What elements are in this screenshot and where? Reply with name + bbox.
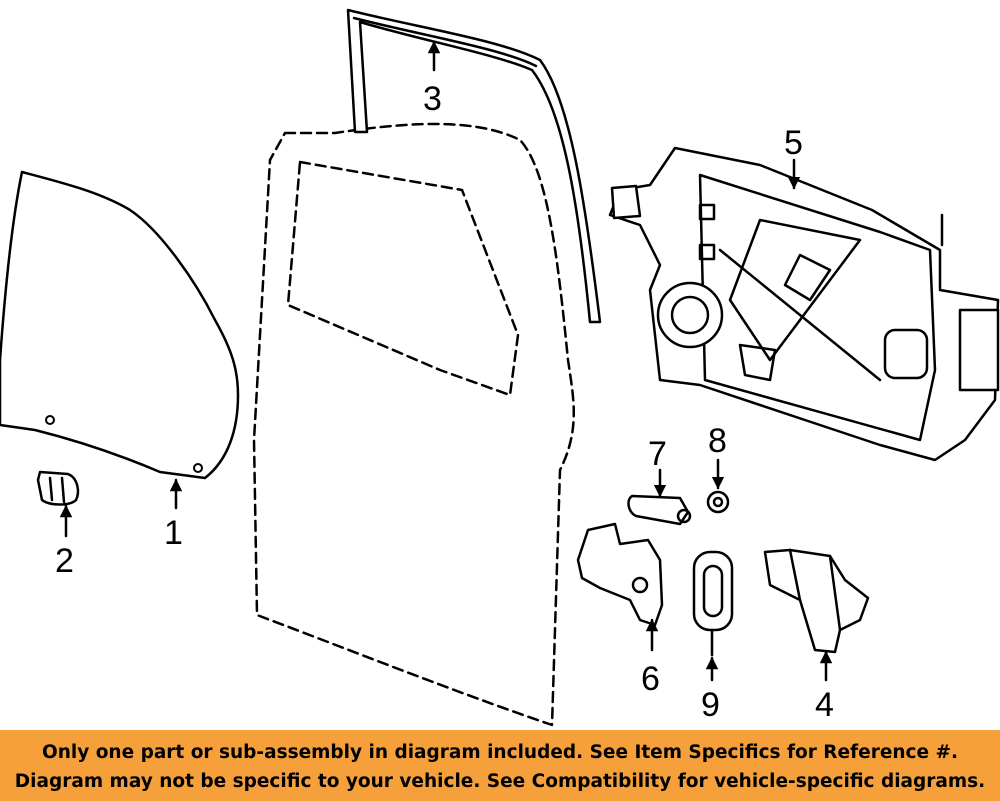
disclaimer-line-1: Only one part or sub-assembly in diagram…: [41, 742, 959, 763]
washer-part: [706, 490, 730, 514]
disclaimer-banner: Only one part or sub-assembly in diagram…: [0, 730, 1000, 801]
leader-arrows: [59, 40, 833, 682]
parts-diagram: 1 2 3 4 5 6 7 8 9: [0, 8, 1000, 727]
callout-2: 2: [55, 542, 74, 580]
pin-part: [627, 494, 692, 526]
callout-3: 3: [423, 80, 442, 118]
disclaimer-line-2: Diagram may not be specific to your vehi…: [14, 771, 986, 792]
callout-7: 7: [648, 435, 667, 473]
run-channel-part: [346, 8, 602, 324]
hinge-part: [576, 522, 664, 627]
callout-5: 5: [784, 124, 803, 162]
stud-part: [692, 550, 734, 657]
door-glass-part: [0, 170, 240, 480]
glass-clip-part: [36, 470, 80, 506]
regulator-module-part: [608, 146, 1000, 462]
callout-4: 4: [815, 686, 834, 724]
door-shell-outline: [252, 122, 575, 727]
callout-1: 1: [164, 514, 183, 552]
callout-9: 9: [701, 686, 720, 724]
callout-6: 6: [641, 660, 660, 698]
check-strap-part: [763, 548, 870, 654]
callout-8: 8: [708, 422, 727, 460]
